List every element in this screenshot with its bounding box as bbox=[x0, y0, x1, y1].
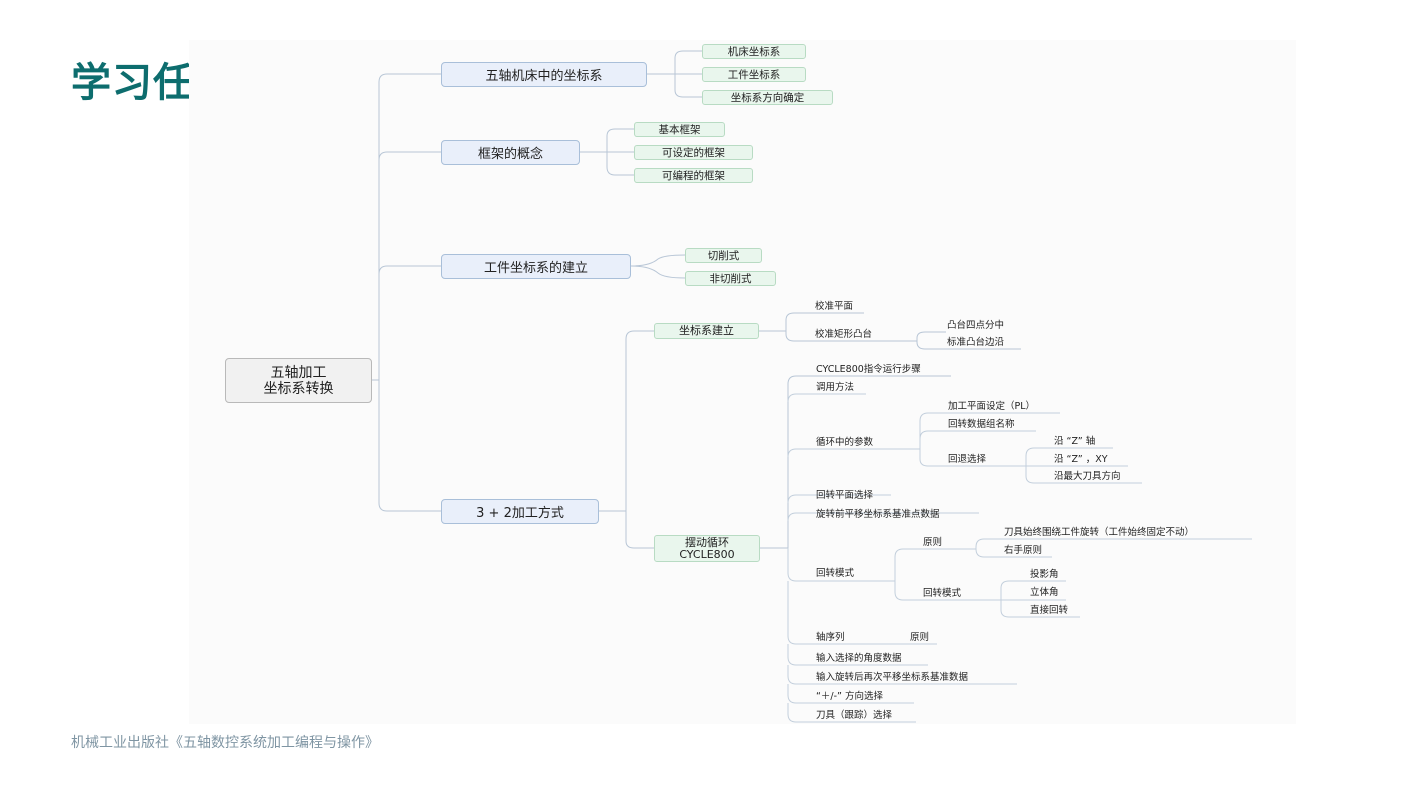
leaf-text: “＋/-” 方向选择 bbox=[816, 691, 883, 702]
leaf-node: 非切削式 bbox=[685, 271, 776, 286]
cycle800-label-line2: CYCLE800 bbox=[679, 547, 735, 561]
leaf-text: 循环中的参数 bbox=[816, 437, 874, 448]
branch-node: 五轴机床中的坐标系 bbox=[441, 62, 647, 87]
branch-node: 3 + 2加工方式 bbox=[441, 499, 599, 524]
leaf-text: 校准矩形凸台 bbox=[815, 329, 873, 340]
leaf-text: 调用方法 bbox=[816, 382, 855, 393]
leaf-text: 凸台四点分中 bbox=[947, 320, 1005, 331]
leaf-node: 可编程的框架 bbox=[634, 168, 753, 183]
branch-node: 框架的概念 bbox=[441, 140, 580, 165]
leaf-text: 旋转前平移坐标系基准点数据 bbox=[816, 509, 940, 520]
leaf-text: 输入选择的角度数据 bbox=[816, 653, 902, 664]
leaf-text: 直接回转 bbox=[1030, 605, 1069, 616]
cycle800-label-line1: 摆动循环 bbox=[685, 535, 729, 549]
branch-node: 工件坐标系的建立 bbox=[441, 254, 631, 279]
leaf-node: 可设定的框架 bbox=[634, 145, 753, 160]
coord-setup-node: 坐标系建立 bbox=[654, 323, 759, 339]
leaf-text: 沿 “Z” ，XY bbox=[1054, 454, 1108, 465]
leaf-text: CYCLE800指令运行步骤 bbox=[816, 364, 921, 375]
leaf-text: 原则 bbox=[910, 632, 930, 643]
footer-publisher: 机械工业出版社《五轴数控系统加工编程与操作》 bbox=[71, 735, 379, 751]
leaf-node: 基本框架 bbox=[634, 122, 725, 137]
leaf-node: 切削式 bbox=[685, 248, 762, 263]
leaf-text: 原则 bbox=[923, 537, 943, 548]
leaf-text: 回转数据组名称 bbox=[948, 419, 1015, 430]
leaf-text: 标准凸台边沿 bbox=[947, 337, 1005, 348]
leaf-text: 轴序列 bbox=[816, 632, 845, 643]
leaf-text: 输入旋转后再次平移坐标系基准数据 bbox=[816, 672, 969, 683]
leaf-text: 回转模式 bbox=[816, 568, 855, 579]
root-label-line1: 五轴加工 bbox=[270, 364, 327, 381]
leaf-text: 立体角 bbox=[1030, 587, 1059, 598]
leaf-text: 刀具（跟踪）选择 bbox=[816, 710, 893, 721]
root-label-line2: 坐标系转换 bbox=[263, 380, 334, 397]
leaf-text: 回转平面选择 bbox=[816, 490, 874, 501]
leaf-text: 投影角 bbox=[1030, 569, 1059, 580]
leaf-text: 回转模式 bbox=[923, 588, 962, 599]
leaf-text: 回退选择 bbox=[948, 454, 987, 465]
coord-setup-label: 坐标系建立 bbox=[679, 324, 734, 337]
cycle800-node: 摆动循环 CYCLE800 bbox=[654, 535, 760, 562]
leaf-text: 沿最大刀具方向 bbox=[1054, 471, 1121, 482]
leaf-text: 沿 “Z” 轴 bbox=[1054, 436, 1096, 447]
leaf-text: 加工平面设定（PL） bbox=[948, 401, 1036, 412]
leaf-text: 校准平面 bbox=[815, 301, 854, 312]
leaf-text: 右手原则 bbox=[1004, 545, 1043, 556]
leaf-node: 工件坐标系 bbox=[702, 67, 806, 82]
leaf-text: 刀具始终围绕工件旋转（工件始终固定不动） bbox=[1004, 527, 1195, 538]
root-node: 五轴加工 坐标系转换 bbox=[225, 358, 372, 403]
leaf-node: 坐标系方向确定 bbox=[702, 90, 833, 105]
leaf-node: 机床坐标系 bbox=[702, 44, 806, 59]
